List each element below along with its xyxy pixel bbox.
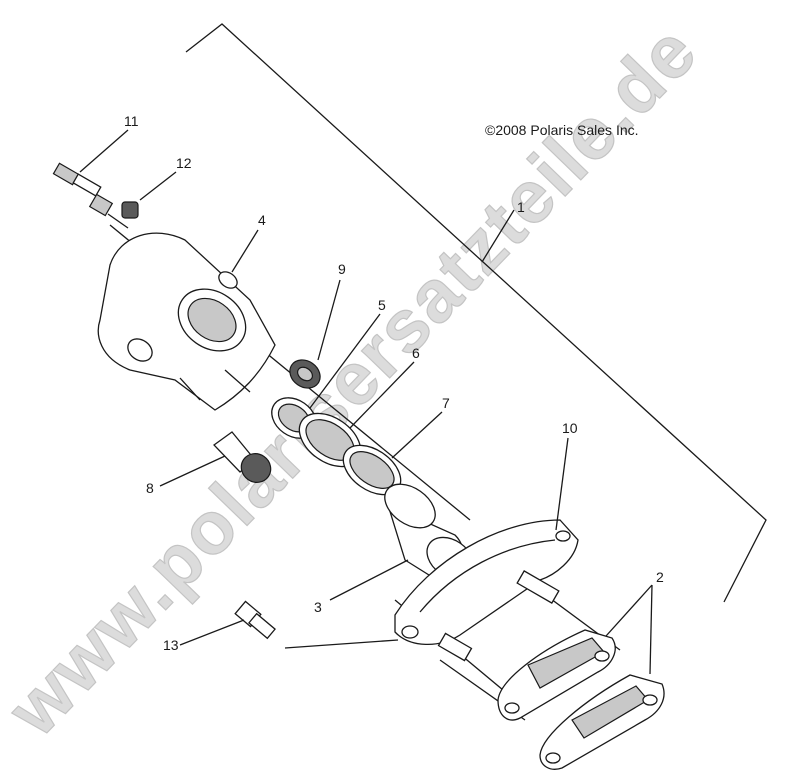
callout-1: 1 — [517, 199, 525, 215]
piston-seal-part-9 — [289, 359, 321, 389]
callout-8: 8 — [146, 480, 154, 496]
callout-6: 6 — [412, 345, 420, 361]
callout-10: 10 — [562, 420, 578, 436]
callout-9: 9 — [338, 261, 346, 277]
callout-leader-lines — [79, 129, 653, 675]
bleeder-fitting-part-11 — [52, 162, 129, 229]
piston-ring-part-7 — [342, 444, 402, 496]
bleeder-cap-part-12 — [121, 201, 139, 219]
callout-13: 13 — [163, 637, 179, 653]
callout-7: 7 — [442, 395, 450, 411]
brake-pads-part-2 — [497, 629, 665, 770]
caliper-body-part-4 — [97, 232, 276, 411]
callout-labels: 1 2 3 4 5 6 7 8 9 10 11 12 13 — [124, 113, 664, 653]
callout-5: 5 — [378, 297, 386, 313]
assembly-bracket-lines — [185, 23, 767, 603]
callout-11: 11 — [124, 113, 139, 129]
mounting-bolt-part-13 — [234, 600, 276, 640]
callout-3: 3 — [314, 599, 322, 615]
callout-12: 12 — [176, 155, 192, 171]
caliper-bracket-part-10 — [394, 519, 579, 662]
copyright-text: ©2008 Polaris Sales Inc. — [485, 122, 639, 138]
callout-2: 2 — [656, 569, 664, 585]
guide-pin-part-8 — [213, 431, 272, 483]
callout-4: 4 — [258, 212, 266, 228]
